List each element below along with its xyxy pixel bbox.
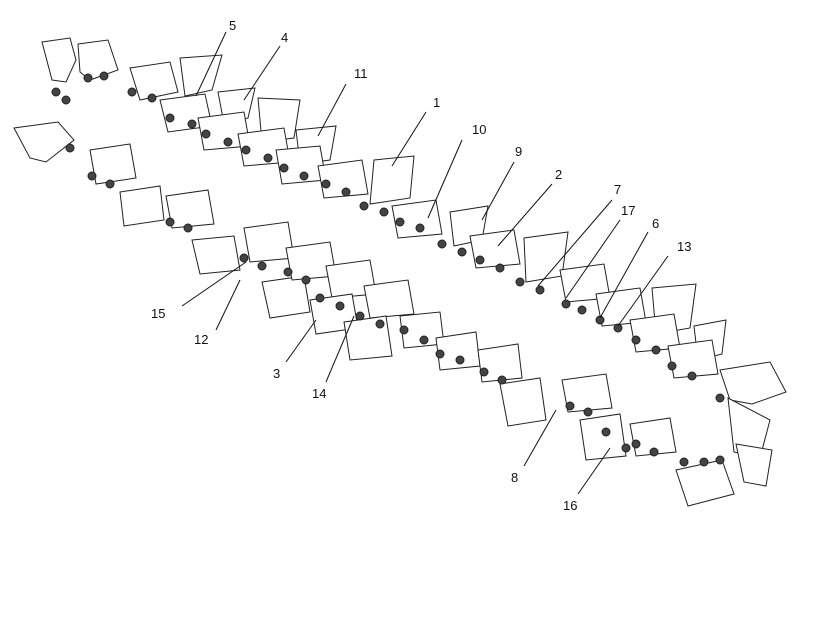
callout-11: 11 xyxy=(354,66,368,81)
leader-6 xyxy=(599,231,649,319)
end-tooth-left-mid xyxy=(13,121,75,163)
callout-13: 13 xyxy=(677,239,691,254)
leader-16 xyxy=(577,447,611,495)
leader-5 xyxy=(195,31,227,97)
callout-10: 10 xyxy=(472,122,486,137)
upper-link-1 xyxy=(129,61,179,101)
lower-link-2 xyxy=(119,185,165,227)
leader-7 xyxy=(537,199,613,287)
leader-17 xyxy=(565,219,621,299)
callout-14: 14 xyxy=(312,386,326,401)
lower-link-4 xyxy=(243,221,295,263)
lower-chain-strand xyxy=(87,143,787,507)
upper-bolts xyxy=(51,71,697,381)
lower-link-1 xyxy=(89,143,137,185)
upper-cutter-5 xyxy=(369,155,415,205)
callout-6: 6 xyxy=(652,216,659,231)
leader-15 xyxy=(181,261,247,307)
callout-labels: 5 4 11 1 10 9 2 7 17 6 13 15 12 3 14 8 1… xyxy=(151,18,691,513)
leader-1 xyxy=(391,111,427,167)
upper-chain-strand xyxy=(13,37,727,381)
callout-17: 17 xyxy=(621,203,635,218)
end-tooth-right-upper xyxy=(719,361,787,405)
callout-3: 3 xyxy=(273,366,280,381)
callout-16: 16 xyxy=(563,498,577,513)
lower-link-11 xyxy=(561,373,613,413)
lower-cutter-5 xyxy=(499,377,547,427)
upper-link-7 xyxy=(391,199,443,239)
lower-cutter-6 xyxy=(579,413,627,461)
leader-12 xyxy=(215,279,241,331)
end-tooth-right-lower xyxy=(675,459,735,507)
leader-lines xyxy=(181,31,669,495)
leader-4 xyxy=(243,45,281,101)
lower-link-7 xyxy=(363,279,415,319)
leader-14 xyxy=(325,315,355,383)
leader-2 xyxy=(497,183,553,247)
leader-11 xyxy=(317,83,347,137)
callout-7: 7 xyxy=(614,182,621,197)
lower-cutter-2 xyxy=(261,275,311,319)
upper-cutter-1 xyxy=(179,54,223,97)
end-tooth-right-tip xyxy=(735,443,773,487)
lower-bolts xyxy=(87,171,725,467)
lower-link-3 xyxy=(165,189,215,229)
callout-12: 12 xyxy=(194,332,208,347)
callout-1: 1 xyxy=(433,95,440,110)
leader-3 xyxy=(285,319,317,363)
callout-8: 8 xyxy=(511,470,518,485)
callout-15: 15 xyxy=(151,306,165,321)
end-link-upper-left xyxy=(77,39,119,81)
lower-cutter-1 xyxy=(191,235,241,275)
callout-5: 5 xyxy=(229,18,236,33)
callout-2: 2 xyxy=(555,167,562,182)
callout-4: 4 xyxy=(281,30,288,45)
callout-9: 9 xyxy=(515,144,522,159)
leader-9 xyxy=(481,161,515,221)
upper-link-6 xyxy=(317,159,369,199)
leader-13 xyxy=(617,255,669,327)
end-tooth-upper-left xyxy=(41,37,77,83)
leader-8 xyxy=(523,409,557,467)
leader-10 xyxy=(427,139,463,219)
